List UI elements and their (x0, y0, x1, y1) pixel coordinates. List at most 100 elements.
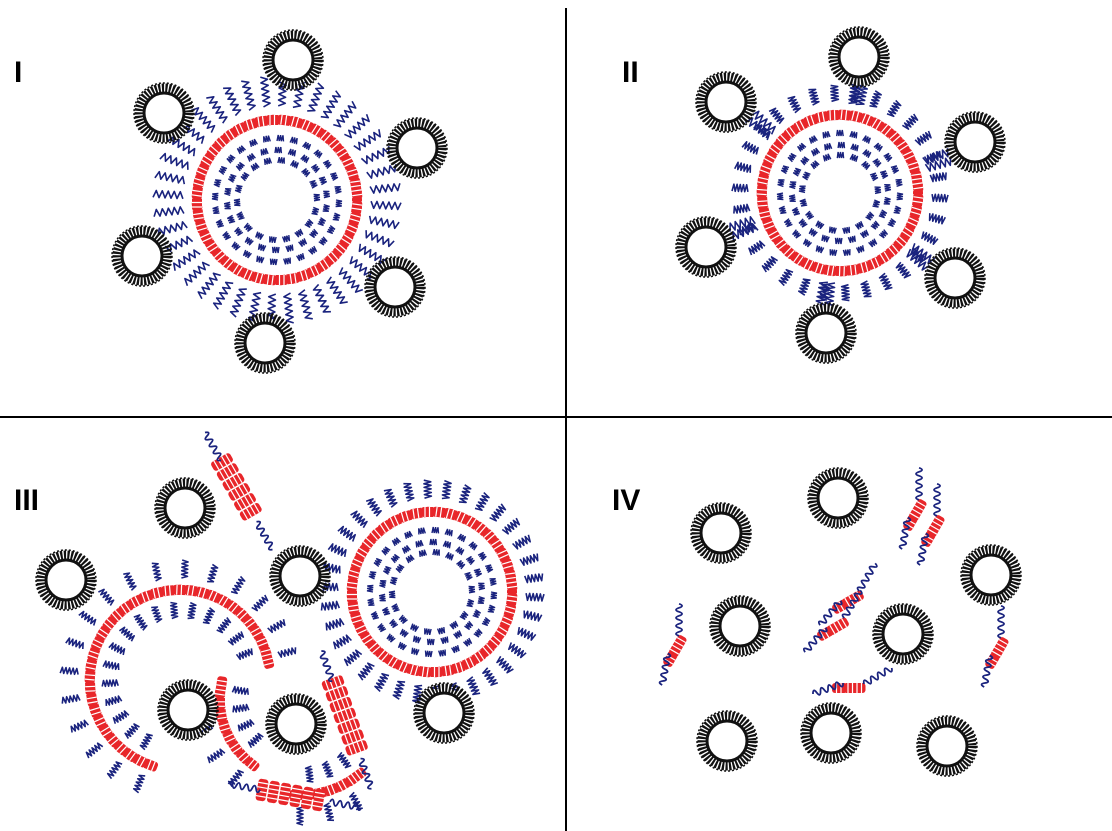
coil-icon (831, 85, 839, 101)
coil-icon (319, 237, 327, 245)
dispersed-peptide (959, 603, 1027, 689)
helix-icon (300, 786, 314, 809)
coil-icon (232, 242, 240, 250)
coil-icon (811, 161, 819, 169)
coil-icon (452, 645, 460, 653)
helix-icon (255, 778, 269, 801)
coil-icon (334, 635, 352, 649)
coil-icon (806, 211, 814, 219)
coil-icon (208, 749, 225, 763)
coil-icon (887, 100, 901, 116)
coil-icon (464, 638, 472, 646)
coil-icon (278, 157, 284, 164)
vesicle-ring-icon (676, 217, 736, 277)
coil-icon (467, 677, 480, 695)
coil-icon (443, 541, 450, 549)
coil-icon (930, 172, 946, 181)
coil-icon (299, 238, 307, 246)
coil-icon (810, 136, 818, 144)
vesicle-ring-icon (696, 72, 756, 132)
coil-icon (98, 589, 113, 605)
helix-icon (266, 780, 280, 803)
coil-icon (843, 227, 850, 234)
dispersed-peptide (805, 560, 891, 628)
coil-icon (375, 674, 389, 692)
coil-icon (799, 219, 807, 227)
coil-icon (369, 572, 376, 579)
coil-icon (896, 262, 911, 278)
coil-icon (917, 533, 928, 566)
coil-icon (742, 142, 758, 155)
coil-icon (217, 618, 231, 633)
coil-icon (934, 484, 940, 516)
coil-icon (483, 668, 498, 685)
coil-icon (237, 648, 253, 659)
coil-icon (469, 542, 477, 550)
coil-icon (330, 173, 338, 181)
coil-icon (459, 485, 471, 503)
coil-icon (497, 656, 513, 672)
coil-icon (998, 606, 1004, 638)
coil-icon (891, 166, 899, 174)
vesicle-ring-icon (829, 27, 889, 87)
coil-icon (855, 221, 863, 229)
vesicle-ring-icon (158, 680, 218, 740)
coil-icon (816, 221, 824, 229)
helix-icon (350, 177, 363, 200)
coil-icon (478, 583, 485, 589)
coil-icon (676, 604, 682, 636)
coil-icon (60, 667, 78, 674)
coil-icon (284, 293, 294, 323)
coil-icon (361, 146, 389, 163)
vesicle-ring-icon (945, 112, 1005, 172)
coil-icon (252, 595, 268, 611)
coil-icon (399, 642, 407, 650)
coil-icon (109, 643, 125, 655)
coil-icon (302, 169, 310, 177)
coil-icon (880, 171, 888, 179)
coil-icon (323, 761, 334, 777)
coil-icon (922, 232, 938, 245)
coil-icon (379, 581, 386, 588)
vesicle-ring-icon (270, 546, 330, 606)
coil-icon (870, 173, 878, 181)
coil-icon (273, 247, 279, 253)
coil-icon (318, 218, 326, 226)
coil-icon (268, 619, 285, 632)
vesicle-ring-icon (961, 545, 1021, 605)
coil-icon (387, 634, 395, 642)
coil-icon (424, 480, 432, 498)
coil-icon (894, 206, 901, 213)
coil-icon (830, 249, 837, 256)
coil-icon (237, 146, 245, 154)
helix-icon (990, 636, 1010, 660)
coil-icon (884, 185, 891, 191)
coil-icon (439, 650, 446, 657)
coil-icon (231, 576, 245, 593)
panel-label-1: I (14, 56, 22, 89)
coil-icon (295, 229, 303, 237)
coil-icon (286, 245, 293, 252)
coil-icon (825, 143, 832, 150)
coil-icon (198, 273, 220, 298)
coil-icon (345, 650, 362, 666)
coil-icon (414, 636, 421, 644)
coil-icon (234, 199, 240, 205)
vesicle-ring-icon (710, 596, 770, 656)
vesicle-ring-icon (387, 118, 447, 178)
coil-icon (350, 792, 363, 809)
coil-icon (809, 228, 817, 236)
coil-icon (188, 603, 196, 619)
coil-icon (123, 573, 136, 590)
coil-icon (158, 222, 187, 236)
coil-icon (490, 504, 506, 521)
coil-icon (863, 136, 871, 144)
coil-icon (792, 208, 800, 216)
coil-icon (206, 97, 227, 123)
coil-icon (153, 191, 183, 199)
coil-icon (224, 202, 231, 208)
coil-icon (438, 627, 445, 634)
coil-icon (367, 164, 396, 178)
coil-icon (442, 481, 451, 499)
helix-icon (505, 569, 518, 592)
